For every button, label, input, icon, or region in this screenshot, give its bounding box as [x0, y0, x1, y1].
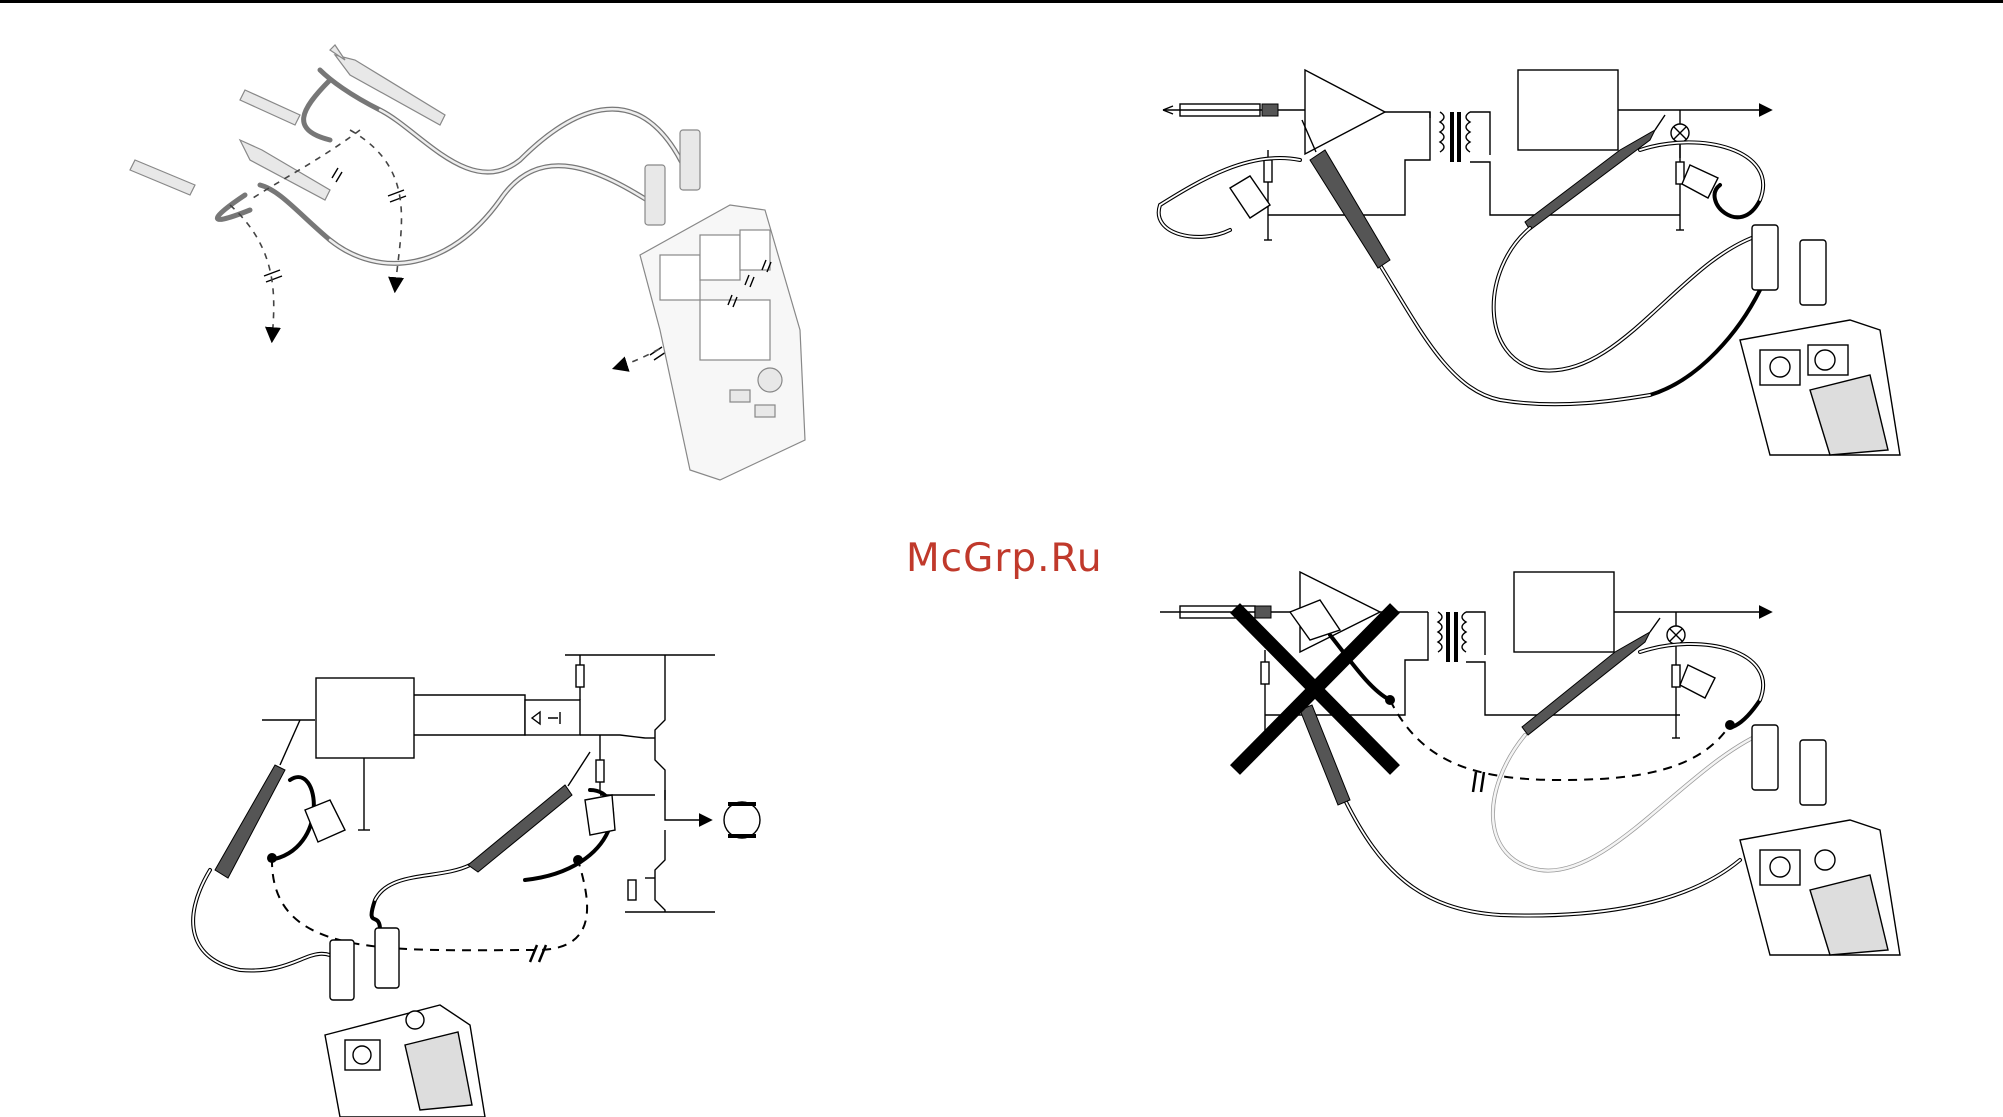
test-tool-bottom-right: [1740, 725, 1900, 955]
watermark-text: McGrp.Ru: [906, 536, 1103, 581]
figure-incorrect-connection: [1160, 572, 1900, 955]
figure-floating-measurement: [193, 655, 760, 1117]
figure-correct-connection: [1159, 70, 1900, 455]
test-tool-ghost: [640, 205, 805, 480]
figure-isolated-inputs: [130, 45, 805, 480]
probe-a-upper: [240, 45, 445, 125]
test-tool-top-right: [1740, 225, 1900, 455]
test-tool-bottom-left: [325, 928, 485, 1117]
